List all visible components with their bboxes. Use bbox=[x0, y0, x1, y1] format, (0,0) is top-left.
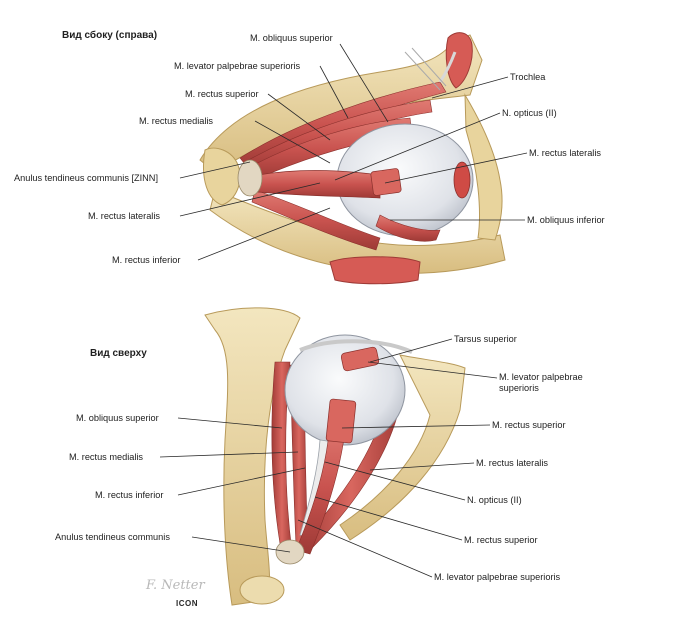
heading-superior-view: Вид сверху bbox=[90, 348, 147, 359]
label-superior-rectus-superior-2: M. rectus superior bbox=[464, 535, 538, 545]
superior-rectus-superior bbox=[295, 419, 347, 555]
label-lateral-anulus: Anulus tendineus communis [ZINN] bbox=[14, 173, 158, 183]
frontal-sinus bbox=[445, 32, 473, 89]
label-superior-levator: M. levator palpebrae superioris bbox=[499, 372, 583, 394]
lateral-view-illustration bbox=[199, 32, 506, 285]
lateral-orbital-rim bbox=[464, 93, 503, 241]
sphenoid-stub bbox=[239, 575, 285, 605]
label-lateral-rectus-inferior: M. rectus inferior bbox=[112, 255, 181, 265]
label-superior-obliquus-superior: M. obliquus superior bbox=[76, 413, 159, 423]
medial-orbital-wall bbox=[204, 307, 301, 606]
label-superior-levator-line1: M. levator palpebrae bbox=[499, 372, 583, 382]
heading-lateral-view: Вид сбоку (справа) bbox=[62, 30, 158, 41]
label-lateral-levator: M. levator palpebrae superioris bbox=[174, 61, 301, 71]
label-lateral-rectus-lateralis-right: M. rectus lateralis bbox=[529, 148, 601, 158]
lateral-obliquus-inferior bbox=[375, 214, 441, 242]
publisher-logo: ICON bbox=[176, 599, 198, 608]
lateral-rectus-lateralis-insertion bbox=[370, 168, 402, 196]
label-superior-tarsus: Tarsus superior bbox=[454, 334, 517, 344]
maxillary-sinus bbox=[329, 256, 421, 285]
lateral-rectus-inferior bbox=[251, 189, 381, 251]
label-lateral-rectus-lateralis-left: M. rectus lateralis bbox=[88, 211, 160, 221]
lateral-trochlea bbox=[438, 51, 457, 83]
superior-view-illustration bbox=[204, 307, 466, 606]
label-superior-rectus-medialis: M. rectus medialis bbox=[69, 452, 144, 462]
label-lateral-trochlea: Trochlea bbox=[510, 72, 546, 82]
lateral-cornea bbox=[453, 161, 471, 199]
superior-levator-tendon bbox=[340, 346, 380, 372]
label-superior-anulus: Anulus tendineus communis bbox=[55, 532, 170, 542]
label-superior-levator-bottom: M. levator palpebrae superioris bbox=[434, 572, 561, 582]
label-superior-rectus-lateralis: M. rectus lateralis bbox=[476, 458, 548, 468]
label-superior-levator-line2: superioris bbox=[499, 383, 539, 393]
sphenoid-bone bbox=[203, 147, 241, 206]
superior-rectus-superior-insertion bbox=[325, 398, 357, 444]
label-lateral-obliquus-inferior: M. obliquus inferior bbox=[527, 215, 605, 225]
lateral-anulus bbox=[237, 159, 263, 197]
label-lateral-opticus: N. opticus (II) bbox=[502, 108, 557, 118]
leader-lines bbox=[159, 43, 528, 578]
label-lateral-rectus-medialis: M. rectus medialis bbox=[139, 116, 214, 126]
superior-tarsus bbox=[299, 339, 413, 354]
lateral-orbital-wall bbox=[339, 354, 466, 541]
label-superior-rectus-inferior: M. rectus inferior bbox=[95, 490, 164, 500]
label-superior-rectus-superior-1: M. rectus superior bbox=[492, 420, 566, 430]
label-superior-opticus: N. opticus (II) bbox=[467, 495, 522, 505]
artist-signature: F. Netter bbox=[146, 578, 205, 593]
label-lateral-obliquus-superior: M. obliquus superior bbox=[250, 33, 333, 43]
lateral-rectus-lateralis bbox=[257, 170, 381, 199]
label-lateral-rectus-superior: M. rectus superior bbox=[185, 89, 259, 99]
